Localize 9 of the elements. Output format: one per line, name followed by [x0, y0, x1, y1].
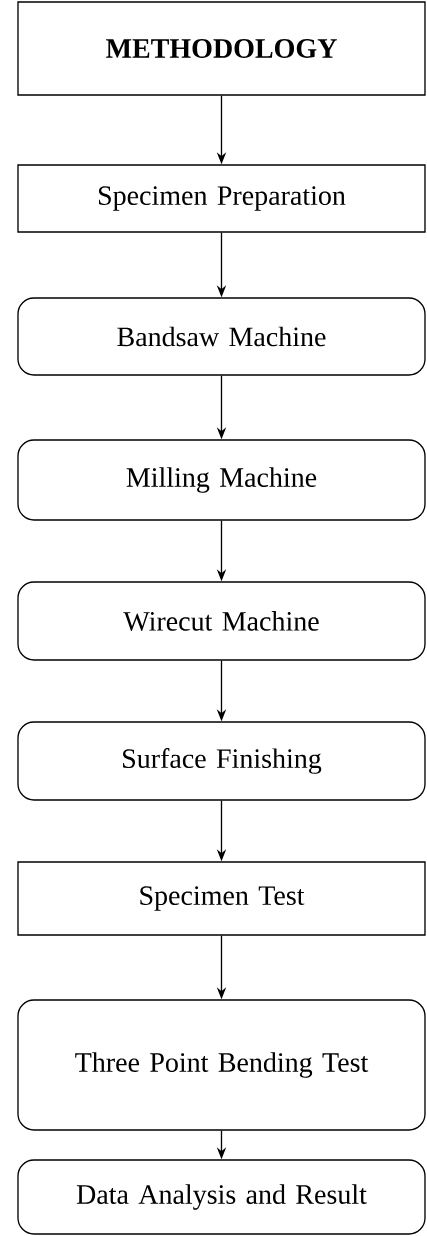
heading-box: METHODOLOGY [17, 1, 426, 96]
process-box: Wirecut Machine [17, 581, 426, 661]
process-box: Data Analysis and Result [17, 1159, 426, 1235]
process-box: Milling Machine [17, 439, 426, 521]
step-box: Specimen Preparation [17, 164, 426, 233]
process-box: Three Point Bending Test [17, 999, 426, 1131]
step-box: Specimen Test [17, 861, 426, 936]
process-box: Surface Finishing [17, 721, 426, 801]
process-box: Bandsaw Machine [17, 297, 426, 376]
